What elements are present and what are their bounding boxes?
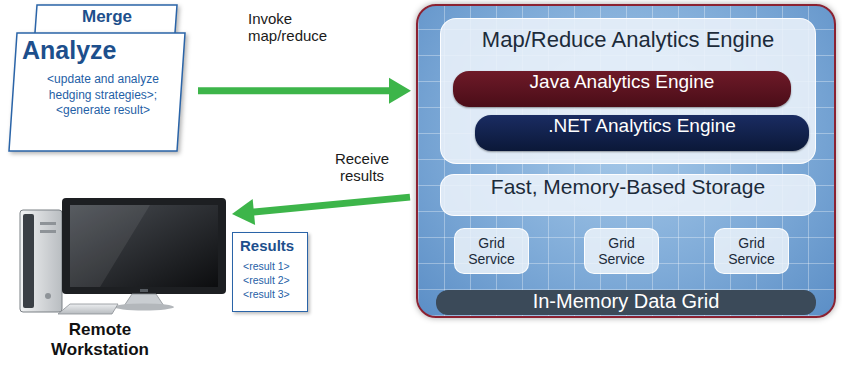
result-line: <result 1> <box>243 260 290 272</box>
result-line: <result 2> <box>243 274 290 286</box>
arrow-shaft <box>252 197 410 212</box>
card-shape <box>9 33 185 151</box>
grid-title-bar: In-Memory Data Grid <box>436 290 816 315</box>
flow-arrow <box>232 197 410 225</box>
engine-pill: .NET Analytics Engine <box>475 115 809 151</box>
arrow-head <box>232 199 255 225</box>
service-box: Grid Service <box>714 228 789 274</box>
arrow-head <box>389 78 411 104</box>
engine-pill: Java Analytics Engine <box>453 71 791 107</box>
result-line: <result 3> <box>243 288 290 300</box>
edge-label: Receive results <box>320 150 404 185</box>
workstation: Remote Workstation <box>10 196 230 368</box>
engine-label: .NET Analytics Engine <box>475 115 809 151</box>
flow-arrow <box>198 78 411 104</box>
data-grid-panel: In-Memory Data Grid Map/Reduce Analytics … <box>416 4 836 318</box>
edge-label: Invoke map/reduce <box>248 10 348 45</box>
storage-box: Fast, Memory-Based Storage <box>440 174 816 216</box>
engine-title: Map/Reduce Analytics Engine <box>441 27 815 53</box>
service-box: Grid Service <box>584 228 659 274</box>
card-heading: Merge <box>82 7 132 27</box>
results-heading: Results <box>240 237 294 254</box>
card-body: <update and analyze hedging strategies>;… <box>44 72 162 119</box>
card-heading: Analyze <box>22 36 116 65</box>
service-label: Grid Service <box>715 235 788 267</box>
document-card: Analyze <update and analyze hedging strat… <box>8 32 186 152</box>
workstation-label: Remote Workstation <box>30 320 170 361</box>
engine-label: Java Analytics Engine <box>453 71 791 107</box>
engine-box: Map/Reduce Analytics EngineJava Analytic… <box>440 18 816 164</box>
arrow-shaft <box>198 87 391 94</box>
storage-label: Fast, Memory-Based Storage <box>441 175 815 215</box>
service-label: Grid Service <box>585 235 658 267</box>
results-card: Results <result 1> <result 2> <result 3> <box>232 232 308 312</box>
service-label: Grid Service <box>455 235 528 267</box>
service-box: Grid Service <box>454 228 529 274</box>
